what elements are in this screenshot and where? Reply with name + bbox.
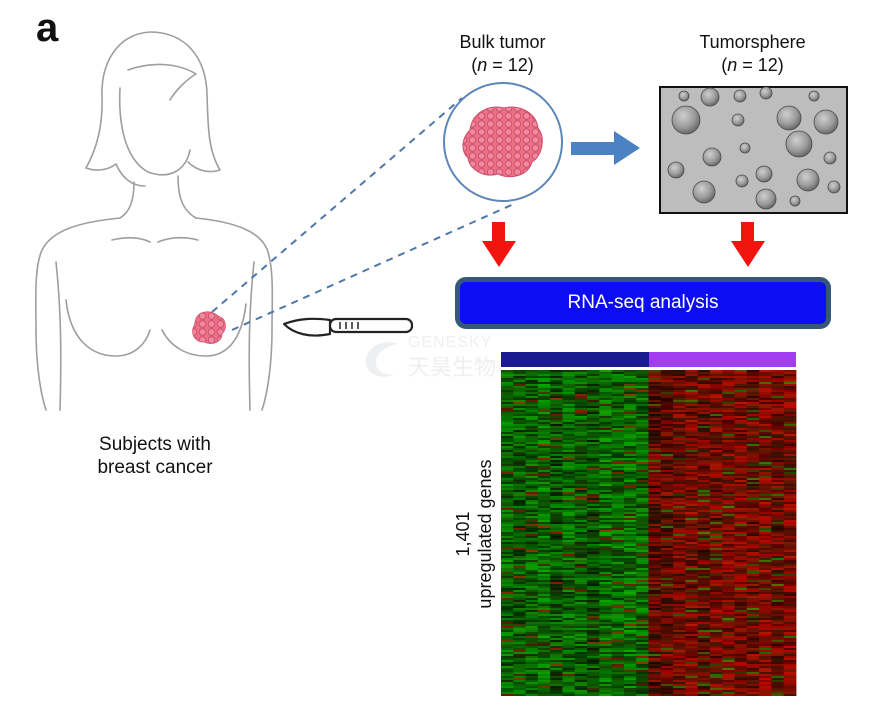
heatmap-column bbox=[550, 370, 563, 696]
down-arrow-sphere bbox=[731, 222, 765, 267]
subjects-caption: Subjects with breast cancer bbox=[60, 433, 250, 479]
tumor-cell-cluster bbox=[462, 106, 543, 178]
breast-left bbox=[65, 299, 151, 357]
heatmap-column bbox=[734, 370, 748, 696]
heatmap-group-bar bbox=[501, 352, 796, 367]
heatmap-column bbox=[574, 370, 588, 696]
watermark: GENESKY 天昊生物 bbox=[358, 334, 518, 384]
scalpel-icon bbox=[282, 317, 414, 337]
heatmap-column bbox=[685, 370, 699, 696]
bulk-tumor-title: Bulk tumor bbox=[459, 32, 546, 52]
tumorsphere-label: Tumorsphere (n = 12) bbox=[665, 31, 840, 77]
heatmap-column bbox=[513, 370, 526, 696]
process-arrow bbox=[571, 131, 640, 165]
down-arrow-bulk bbox=[482, 222, 516, 267]
heatmap-column bbox=[709, 370, 723, 696]
face-outline bbox=[118, 87, 191, 176]
breast-right bbox=[161, 303, 247, 357]
subjects-line2: breast cancer bbox=[97, 457, 213, 478]
hair-fringe bbox=[127, 63, 197, 101]
panel-label: a bbox=[36, 6, 59, 50]
heatmap-column bbox=[771, 370, 785, 696]
arm-left bbox=[55, 261, 62, 411]
shoulders bbox=[34, 217, 274, 331]
heatmap-column bbox=[746, 370, 760, 696]
collarbone bbox=[111, 237, 199, 243]
group-bar-bulk bbox=[501, 352, 649, 367]
heatmap-column bbox=[673, 370, 686, 696]
hair-right bbox=[149, 31, 221, 173]
group-bar-sphere bbox=[649, 352, 796, 367]
heatmap-column bbox=[697, 370, 711, 696]
rna-seq-box: RNA-seq analysis bbox=[455, 277, 831, 329]
watermark-zh: 天昊生物 bbox=[408, 355, 497, 380]
zoom-dashed-lines bbox=[211, 97, 517, 331]
heatmap-column bbox=[599, 370, 613, 696]
heatmap-column bbox=[587, 370, 600, 696]
ylabel-count: 1,401 bbox=[453, 511, 473, 557]
heatmap-column bbox=[648, 370, 662, 696]
bulk-tumor-label: Bulk tumor (n = 12) bbox=[430, 31, 575, 77]
subjects-line1: Subjects with bbox=[99, 434, 211, 455]
heatmap-column bbox=[722, 370, 735, 696]
heatmap-column bbox=[636, 370, 649, 696]
tumorsphere-title: Tumorsphere bbox=[699, 32, 806, 52]
woman-figure bbox=[34, 31, 274, 411]
heatmap-column bbox=[611, 370, 625, 696]
tumorsphere-micrograph bbox=[659, 86, 848, 214]
neck bbox=[119, 175, 197, 219]
heatmap-column bbox=[501, 370, 514, 696]
torso-left bbox=[35, 329, 47, 411]
tumorsphere-count: (n = 12) bbox=[721, 55, 784, 75]
bulk-tumor-count: (n = 12) bbox=[471, 55, 534, 75]
arm-right bbox=[248, 261, 255, 411]
heatmap-column bbox=[525, 370, 539, 696]
watermark-logo-icon bbox=[365, 342, 398, 377]
ylabel-text: upregulated genes bbox=[475, 459, 495, 609]
heatmap-column bbox=[783, 370, 797, 696]
heatmap-column bbox=[623, 370, 637, 696]
heatmap bbox=[501, 370, 797, 696]
heatmap-column bbox=[660, 370, 674, 696]
breast-tumor-icon bbox=[192, 311, 226, 344]
rna-seq-label: RNA-seq analysis bbox=[567, 292, 719, 313]
hair-outline bbox=[85, 31, 151, 187]
heatmap-column bbox=[759, 370, 772, 696]
bulk-tumor-circle bbox=[443, 82, 563, 202]
heatmap-column bbox=[562, 370, 576, 696]
heatmap-ylabel: 1,401 upregulated genes bbox=[444, 448, 504, 620]
heatmap-column bbox=[537, 370, 551, 696]
torso-right bbox=[261, 329, 273, 411]
watermark-en: GENESKY bbox=[408, 334, 493, 351]
